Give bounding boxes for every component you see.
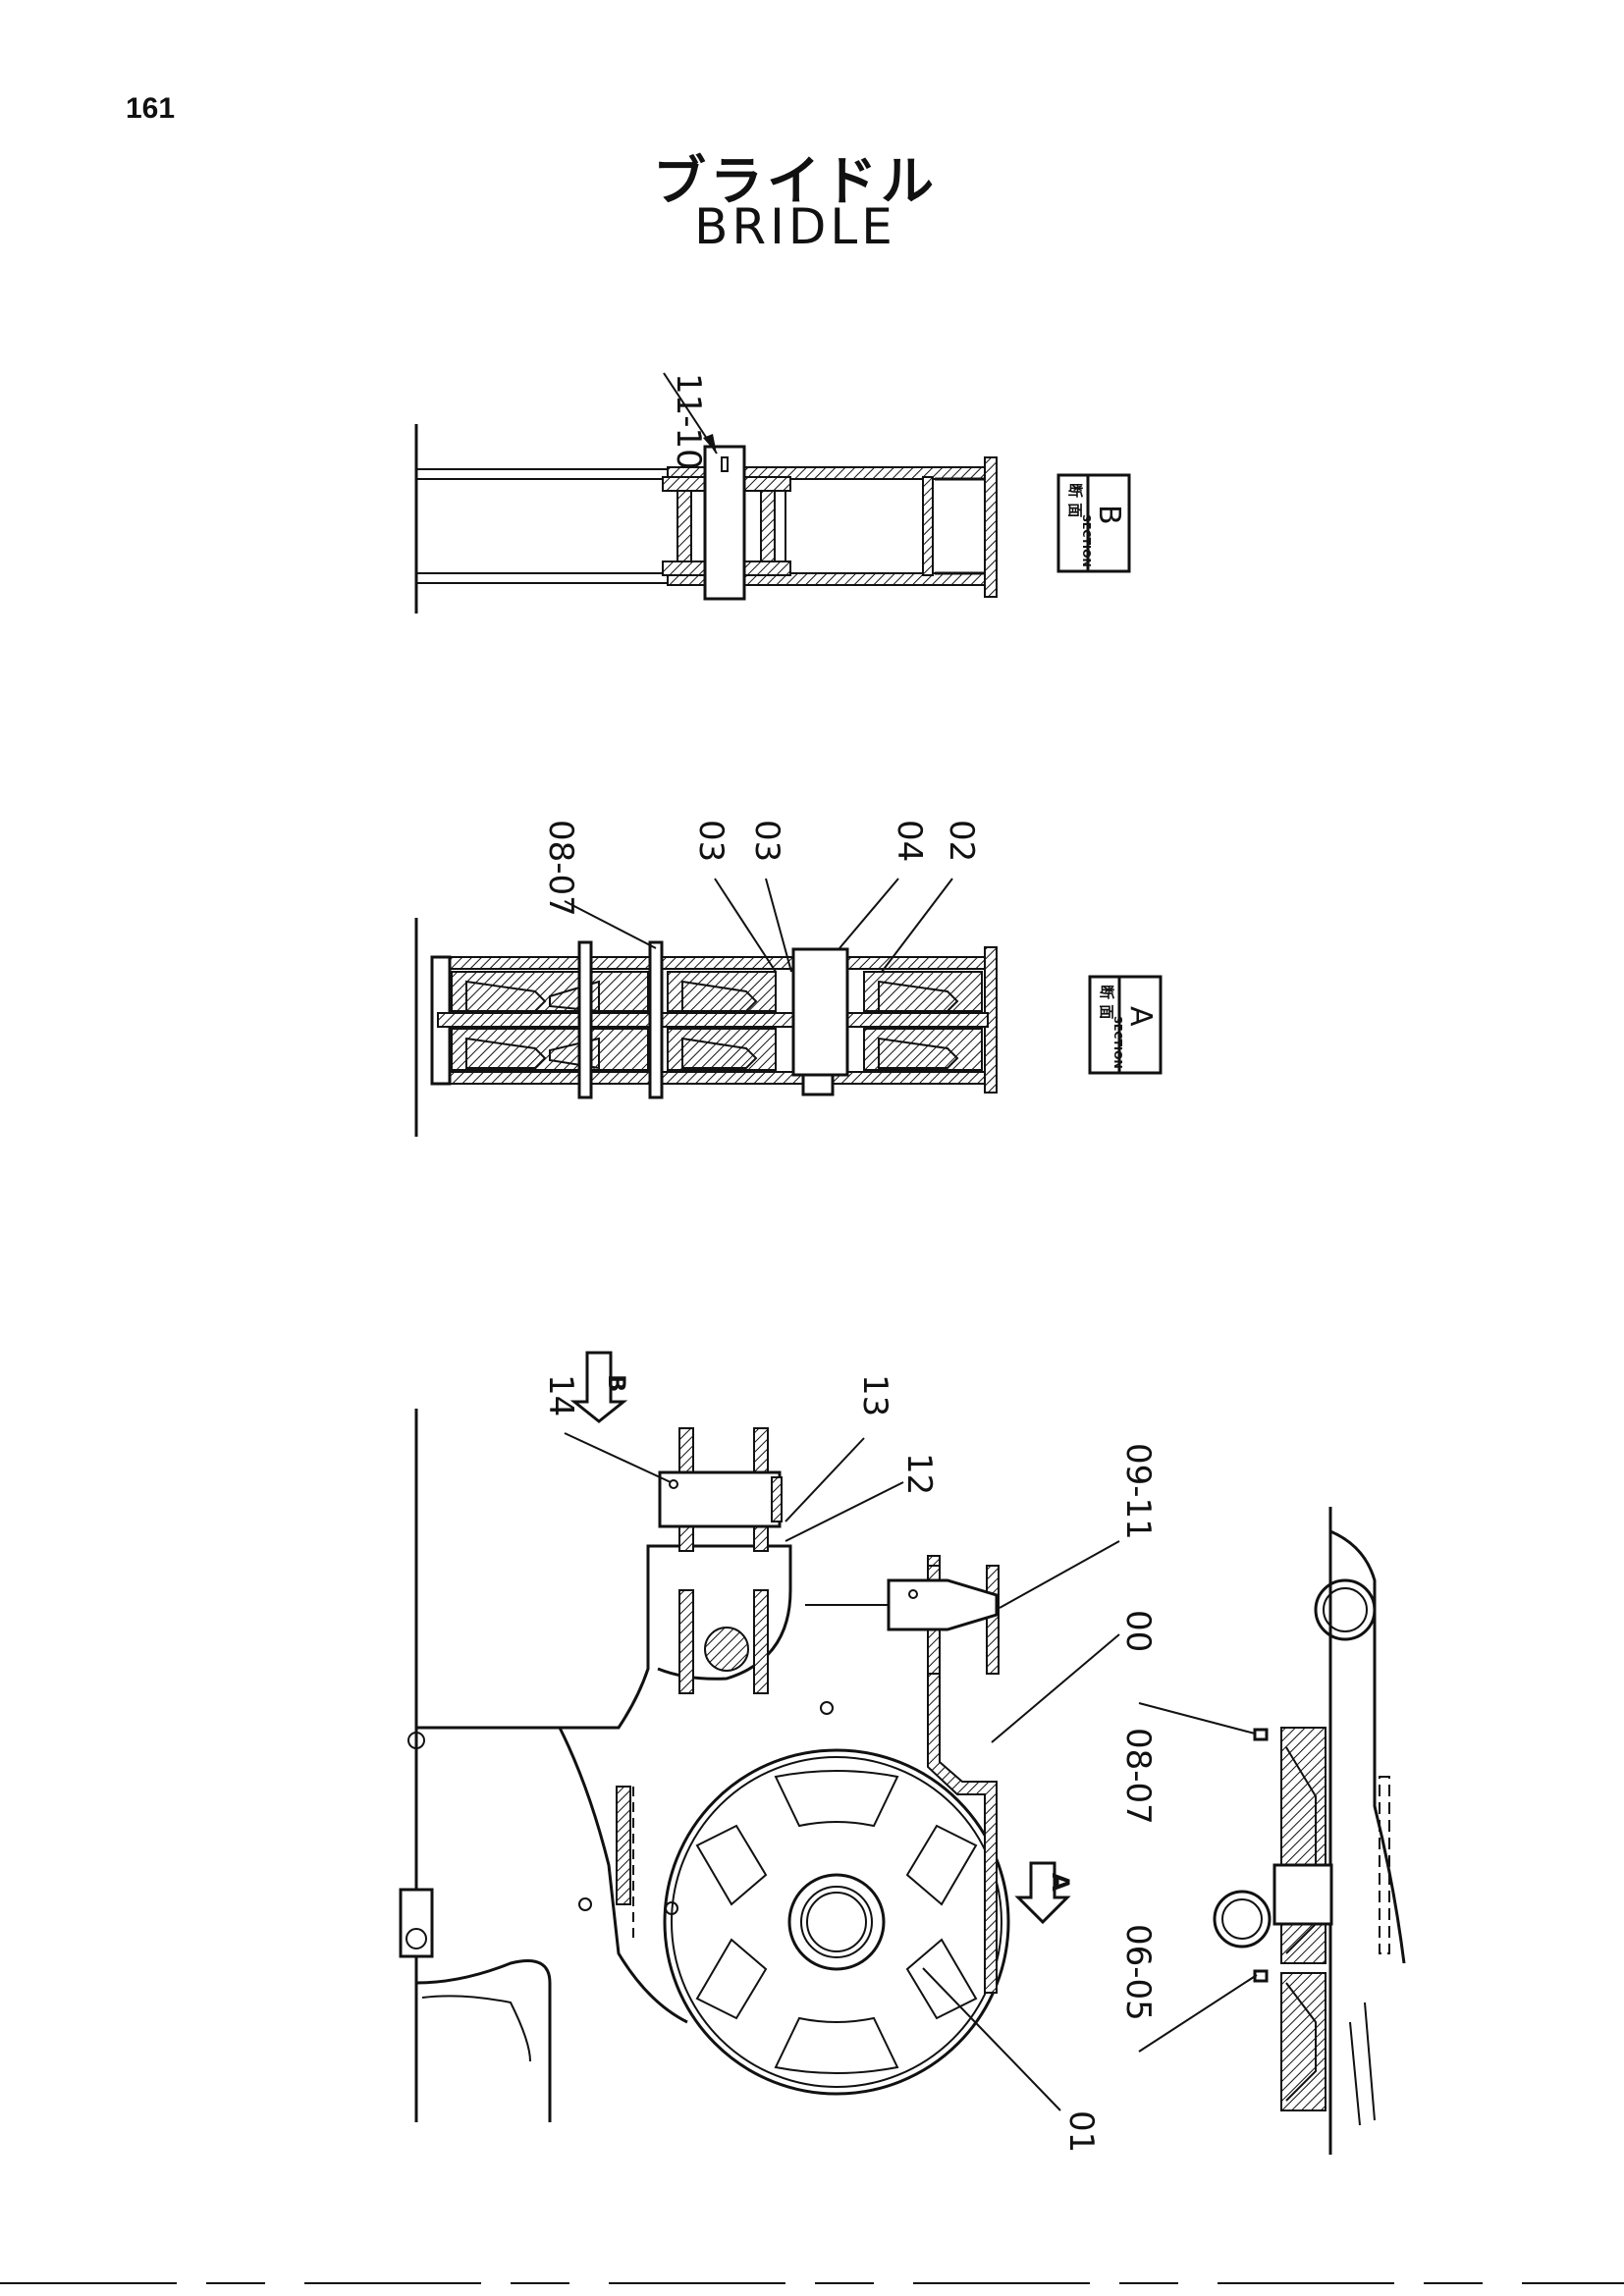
- view-marker-a: A: [1014, 1861, 1074, 1925]
- callout-13: 13: [855, 1374, 894, 1416]
- callout-03-first: 03: [691, 820, 731, 862]
- callout-08-07: 08-07: [541, 820, 580, 917]
- section-b-letter: B: [1092, 505, 1126, 525]
- view-marker-b-letter: B: [603, 1374, 630, 1392]
- section-a-en: SECTION: [1111, 1016, 1124, 1069]
- section-b-view: [414, 424, 998, 614]
- section-a-letter: A: [1123, 1006, 1158, 1027]
- main-callouts: 14 13 12 09-11 00 08-07 06-05 01: [541, 1374, 1258, 2153]
- callout-09-11: 09-11: [1118, 1443, 1158, 1540]
- main-assembly-view: B A: [399, 1351, 1074, 2122]
- view-marker-b: B: [569, 1351, 630, 1423]
- section-b-badge: 断 面 SECTION B: [1056, 473, 1131, 573]
- callout-04: 04: [890, 820, 929, 862]
- callout-00: 00: [1118, 1610, 1158, 1652]
- side-view: [1213, 1507, 1406, 2155]
- callout-08-07-main: 08-07: [1118, 1728, 1158, 1825]
- section-a-view: [414, 918, 998, 1137]
- title-japanese: ブライドル: [653, 150, 938, 212]
- section-a-jp: 断 面: [1098, 985, 1115, 1019]
- section-b-en: SECTION: [1080, 514, 1093, 567]
- callout-01: 01: [1061, 2110, 1101, 2153]
- callout-12: 12: [899, 1453, 939, 1495]
- callout-14: 14: [541, 1374, 580, 1416]
- section-b-jp: 断 面: [1066, 483, 1084, 517]
- section-a-badge: 断 面 SECTION A: [1088, 975, 1163, 1075]
- callout-06-05: 06-05: [1118, 1924, 1158, 2021]
- callout-03-second: 03: [747, 820, 786, 862]
- callout-02: 02: [942, 820, 981, 862]
- section-b-callout-11-10: 11-10: [663, 372, 718, 470]
- page-number: 161: [126, 92, 176, 125]
- section-a-callouts: 08-07 03 03 04 02: [541, 820, 981, 973]
- view-marker-a-letter: A: [1047, 1873, 1074, 1892]
- callout-11-10: 11-10: [669, 373, 708, 470]
- title-english: BRIDLE: [694, 198, 896, 255]
